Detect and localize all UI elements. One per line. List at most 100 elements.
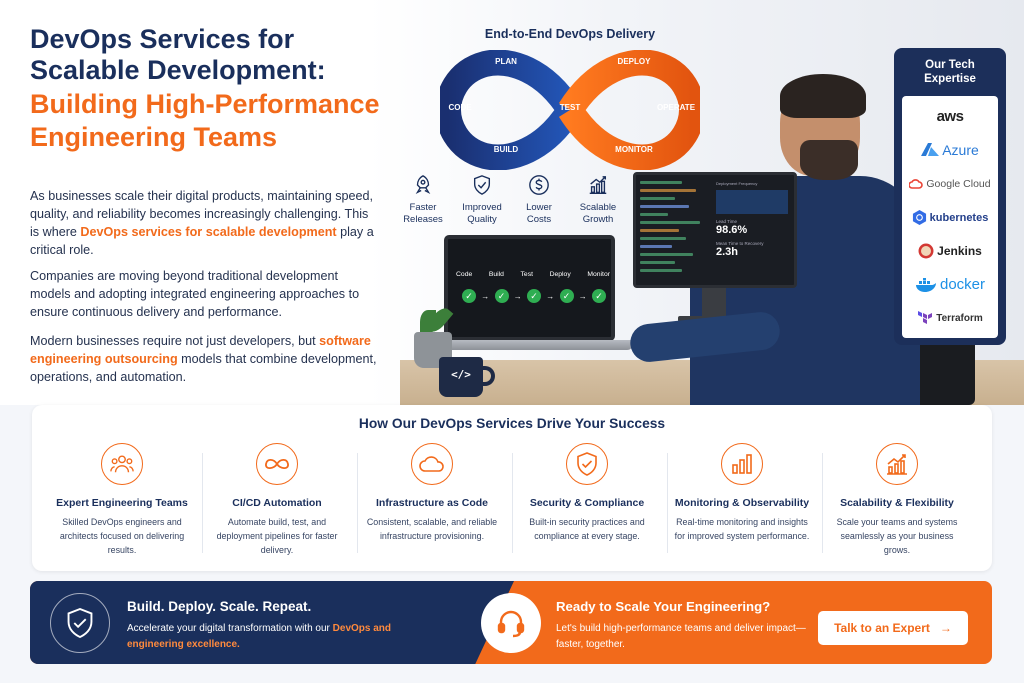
devops-infinity-loop: PLAN CODE BUILD TEST DEPLOY OPERATE MONI… xyxy=(440,50,700,170)
cloud-icon xyxy=(411,443,453,485)
azure-logo: Azure xyxy=(902,134,998,168)
shield-check-icon xyxy=(50,593,110,653)
services-section: How Our DevOps Services Drive Your Succe… xyxy=(32,405,992,571)
stage-operate: OPERATE xyxy=(657,103,696,112)
divider xyxy=(512,453,513,553)
divider xyxy=(357,453,358,553)
title-line-2: Scalable Development: xyxy=(30,55,326,86)
check-icon: ✓ xyxy=(592,289,606,303)
laptop-keyboard xyxy=(427,340,633,350)
service-description: Built-in security practices and complian… xyxy=(529,517,645,541)
infinity-icon xyxy=(256,443,298,485)
service-description: Skilled DevOps engineers and architects … xyxy=(59,517,185,555)
service-description: Automate build, test, and deployment pip… xyxy=(216,517,338,555)
bar-chart-icon xyxy=(721,443,763,485)
banner-left-subtitle: Accelerate your digital transformation w… xyxy=(127,621,417,652)
benefit-label: Growth xyxy=(582,213,614,225)
metric-value: 98.6% xyxy=(716,224,748,236)
loop-title: End-to-End DevOps Delivery xyxy=(484,27,656,41)
service-title: Infrastructure as Code xyxy=(375,497,489,509)
laptop-screen: Code Build Test Deploy Monitor ✓→ ✓→ ✓→ … xyxy=(444,235,615,341)
google-cloud-icon xyxy=(909,179,924,189)
stage-deploy: DEPLOY xyxy=(618,57,652,66)
benefit-faster-releases: Faster Releases xyxy=(391,174,455,226)
benefit-label: Faster xyxy=(409,202,437,213)
intro-text: Modern businesses require not just devel… xyxy=(30,334,320,348)
code-brackets-icon: </> xyxy=(451,368,471,381)
divider xyxy=(822,453,823,553)
aws-logo: aws xyxy=(902,100,998,134)
pipeline-stage: Code xyxy=(456,271,473,278)
benefit-label: Costs xyxy=(526,213,552,225)
service-security: Security & Compliance Built-in security … xyxy=(512,443,662,544)
service-title: Scalability & Flexibility xyxy=(840,497,954,509)
title-line-4: Engineering Teams xyxy=(30,121,278,152)
terraform-label: Terraform xyxy=(936,312,983,324)
kubernetes-icon xyxy=(912,210,926,226)
check-icon: ✓ xyxy=(559,289,574,303)
metric-label: Lead Time xyxy=(716,219,738,224)
dashboard-title: Deployment Frequency xyxy=(716,181,758,186)
terraform-icon xyxy=(918,311,933,325)
person-beard xyxy=(800,140,858,180)
loop-left-half xyxy=(440,50,582,170)
service-cicd: CI/CD Automation Automate build, test, a… xyxy=(202,443,352,557)
check-icon: ✓ xyxy=(462,289,476,303)
metric-label: Mean Time to Recovery xyxy=(716,241,764,246)
service-title: CI/CD Automation xyxy=(232,497,322,509)
coffee-mug xyxy=(439,357,483,397)
pipeline-stage: Monitor xyxy=(587,271,610,278)
service-title: Expert Engineering Teams xyxy=(56,497,188,509)
kubernetes-label: kubernetes xyxy=(929,211,989,224)
jenkins-label: Jenkins xyxy=(937,244,982,259)
growth-chart-icon xyxy=(589,176,607,194)
desktop-monitor: Deployment Frequency Lead Time 98.6% Mea… xyxy=(633,172,797,288)
mug-handle xyxy=(481,366,495,386)
dollar-icon xyxy=(529,175,549,195)
stage-code: CODE xyxy=(448,103,472,112)
pipeline-checks: ✓→ ✓→ ✓→ ✓→ ✓ xyxy=(462,289,606,303)
intro-paragraph-3: Modern businesses require not just devel… xyxy=(30,333,380,387)
intro-text: play a critical role. xyxy=(30,224,374,257)
banner-right-subtitle: Let's build high-performance teams and d… xyxy=(556,623,806,650)
loop-right-half xyxy=(558,50,700,170)
google-cloud-label: Google Cloud xyxy=(926,177,991,190)
intro-paragraph-1: As businesses scale their digital produc… xyxy=(30,188,380,260)
service-description: Scale your teams and systems seamlessly … xyxy=(836,517,958,555)
devops-services-link[interactable]: DevOps services for scalable development xyxy=(80,224,337,239)
divider xyxy=(202,453,203,553)
shield-check-icon xyxy=(566,443,608,485)
headset-icon xyxy=(481,593,541,653)
tech-logo-list: aws Azure Google Cloud kubernetes Jenkin… xyxy=(902,96,998,338)
stage-monitor: MONITOR xyxy=(615,145,653,154)
service-expert-teams: Expert Engineering Teams Skilled DevOps … xyxy=(47,443,197,557)
check-icon: ✓ xyxy=(494,289,509,303)
docker-icon xyxy=(915,277,936,292)
service-description: Real-time monitoring and insights for im… xyxy=(674,517,810,541)
benefit-improved-quality: Improved Quality xyxy=(450,174,514,226)
service-title: Security & Compliance xyxy=(529,497,645,509)
intro-text: As businesses scale their digital produc… xyxy=(30,189,374,239)
terraform-logo: Terraform xyxy=(902,302,998,336)
azure-label: Azure xyxy=(942,142,979,159)
jenkins-icon xyxy=(918,243,934,259)
page-title: DevOps Services for Scalable Development… xyxy=(30,24,420,153)
stage-test: TEST xyxy=(560,103,581,112)
service-title: Monitoring & Observability xyxy=(674,497,810,509)
benefit-lower-costs: Lower Costs xyxy=(507,174,571,226)
growth-chart-icon xyxy=(876,443,918,485)
benefit-label: Lower xyxy=(526,202,552,213)
divider xyxy=(667,453,668,553)
cta-banner: Build. Deploy. Scale. Repeat. Accelerate… xyxy=(30,581,992,664)
metric-value: 2.3h xyxy=(716,246,739,258)
tech-title-line: Expertise xyxy=(924,73,976,86)
outsourcing-link[interactable]: software engineering outsourcing xyxy=(30,334,371,366)
banner-left-panel: Build. Deploy. Scale. Repeat. Accelerate… xyxy=(30,581,514,664)
docker-logo: docker xyxy=(902,268,998,302)
google-cloud-logo: Google Cloud xyxy=(902,167,998,201)
monitor-stand xyxy=(702,288,726,318)
person-hair xyxy=(780,74,866,118)
cta-label: Talk to an Expert xyxy=(834,621,930,635)
arrow-icon: → xyxy=(578,291,587,301)
talk-to-expert-button[interactable]: Talk to an Expert → xyxy=(818,611,968,645)
